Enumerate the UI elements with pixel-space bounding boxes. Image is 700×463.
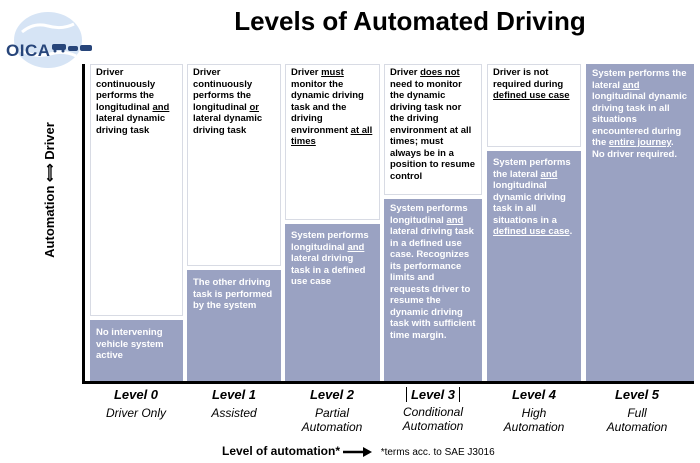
level-1-label: Level 1 Assisted xyxy=(211,387,257,420)
x-axis-line xyxy=(82,381,694,384)
level-2-system-box: System performs longitudinal and lateral… xyxy=(285,224,380,381)
level-0-column: Driver continuously performs the longitu… xyxy=(90,64,183,381)
level-0-driver-box: Driver continuously performs the longitu… xyxy=(90,64,183,316)
x-axis-label: Level of automation* xyxy=(222,444,341,458)
level-3-label: Level 3 Conditional Automation xyxy=(402,387,464,433)
level-0-system-box: No intervening vehicle system active xyxy=(90,320,183,381)
level-3-column: Driver does not need to monitor the dyna… xyxy=(384,64,482,381)
level-0-label: Level 0 Driver Only xyxy=(105,387,166,420)
arrow-right-icon xyxy=(343,446,373,457)
level-5-column: System performs the lateral and longitud… xyxy=(586,64,694,381)
level-2-column: Driver must monitor the dynamic driving … xyxy=(285,64,380,381)
level-4-label: Level 4 High Automation xyxy=(503,387,565,434)
level-4-system-box: System performs the lateral and longitud… xyxy=(487,151,581,381)
page-title: Levels of Automated Driving xyxy=(234,6,586,36)
oica-logo: OICA xyxy=(4,8,100,72)
level-2-label: Level 2 Partial Automation xyxy=(301,387,363,434)
level-5-system-box: System performs the lateral and longitud… xyxy=(586,64,694,381)
level-4-column: Driver is not required during defined us… xyxy=(487,64,581,381)
logo-text: OICA xyxy=(6,41,51,60)
level-3-system-box: System performs longitudinal and lateral… xyxy=(384,199,482,381)
level-1-column: Driver continuously performs the longitu… xyxy=(187,64,281,381)
level-1-driver-box: Driver continuously performs the longitu… xyxy=(187,64,281,266)
terms-note: *terms acc. to SAE J3016 xyxy=(380,447,495,458)
level-3-driver-box: Driver does not need to monitor the dyna… xyxy=(384,64,482,195)
y-axis-label: Automation ⟺ Driver xyxy=(42,122,57,258)
level-4-driver-box: Driver is not required during defined us… xyxy=(487,64,581,147)
level-2-driver-box: Driver must monitor the dynamic driving … xyxy=(285,64,380,220)
level-1-system-box: The other driving task is performed by t… xyxy=(187,270,281,381)
level-5-label: Level 5 Full Automation xyxy=(606,387,668,434)
x-axis-caption: Level of automation* *terms acc. to SAE … xyxy=(222,444,495,458)
y-axis-line xyxy=(82,64,85,384)
globe-icon xyxy=(14,12,92,68)
